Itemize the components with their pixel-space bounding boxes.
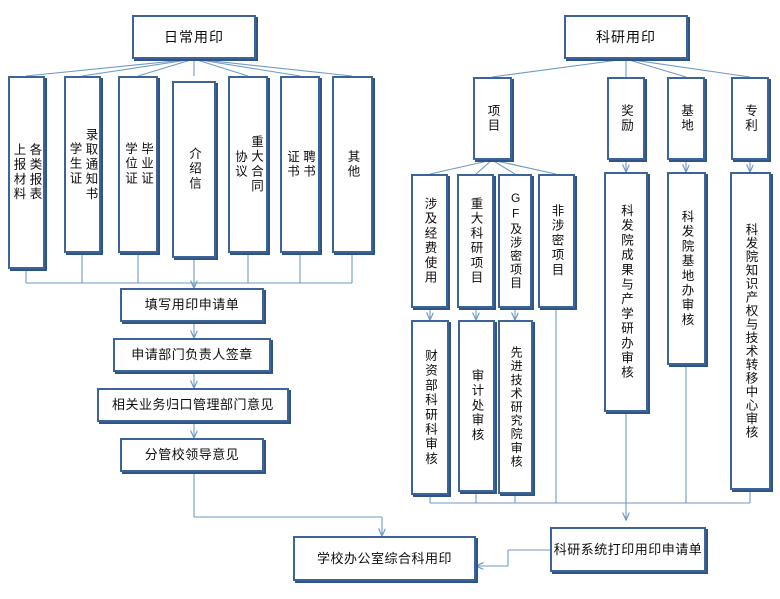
node-step-vp-opinion[interactable]: 分管校领导意见 [120, 438, 264, 472]
node-label: 科发院知识产权与技术转移中心审核 [743, 223, 758, 439]
node-label: 毕业证 学位证 [123, 142, 153, 187]
node-label: GF及涉密项目 [508, 191, 523, 291]
node-label: 申请部门负责人签章 [131, 347, 253, 363]
node-label: 财资部科研科审核 [423, 348, 437, 467]
node-daily-category-appointment[interactable]: 聘书 证书 [280, 76, 320, 253]
node-label: 介绍信 [187, 147, 201, 192]
node-label: 科研系统打印用印申请单 [553, 541, 703, 557]
node-project-type-funding[interactable]: 涉及经费使用 [411, 174, 448, 308]
node-daily-category-diploma[interactable]: 毕业证 学位证 [118, 76, 158, 253]
node-label: 科发院基地办审核 [679, 209, 694, 328]
node-research-branch-base[interactable]: 基地 [667, 77, 705, 160]
node-label: 涉及经费使用 [422, 196, 437, 286]
node-label: 日常用印 [164, 28, 224, 45]
node-daily-category-contract[interactable]: 重大合同 协议 [228, 76, 268, 253]
node-review-audit[interactable]: 审计处审核 [458, 320, 495, 492]
node-review-finance[interactable]: 财资部科研科审核 [411, 320, 449, 495]
node-step-fill-form[interactable]: 填写用印申请单 [120, 288, 264, 322]
node-research-branch-award[interactable]: 奖励 [607, 77, 645, 160]
node-daily-root[interactable]: 日常用印 [132, 15, 256, 59]
node-label: 非涉密项目 [549, 204, 564, 278]
node-final-office-seal[interactable]: 学校办公室综合科用印 [293, 536, 476, 581]
node-review-advtech[interactable]: 先进技术研究院审核 [498, 320, 533, 494]
node-research-branch-patent[interactable]: 专利 [731, 77, 769, 160]
node-research-branch-project[interactable]: 项目 [473, 77, 512, 160]
node-label: 填写用印申请单 [144, 297, 240, 313]
node-label: 相关业务归口管理部门意见 [111, 397, 274, 413]
node-label: 重大合同 协议 [233, 135, 263, 194]
node-label: 重大科研项目 [468, 196, 483, 286]
node-label: 录取通知书 学生证 [67, 127, 98, 202]
node-label: 科发院成果与产学研办审核 [619, 203, 633, 381]
node-label: 审计处审核 [469, 369, 484, 443]
node-project-type-gf-secret[interactable]: GF及涉密项目 [498, 174, 532, 308]
node-review-ip[interactable]: 科发院知识产权与技术转移中心审核 [730, 172, 771, 490]
node-label: 奖励 [619, 103, 633, 134]
node-step-biz-dept-opinion[interactable]: 相关业务归口管理部门意见 [97, 388, 289, 422]
node-label: 学校办公室综合科用印 [316, 550, 452, 566]
node-label: 项目 [485, 103, 500, 134]
node-research-print-form[interactable]: 科研系统打印用印申请单 [550, 527, 706, 572]
node-daily-category-admission[interactable]: 录取通知书 学生证 [64, 76, 101, 253]
node-daily-category-intro-letter[interactable]: 介绍信 [172, 81, 216, 258]
node-step-dept-head-sign[interactable]: 申请部门负责人签章 [113, 338, 271, 372]
node-daily-category-forms[interactable]: 各类报表 上报材料 [8, 76, 45, 269]
node-label: 其他 [345, 149, 360, 180]
node-label: 各类报表 上报材料 [11, 143, 42, 202]
node-project-type-major[interactable]: 重大科研项目 [457, 174, 494, 308]
node-daily-category-other[interactable]: 其他 [332, 76, 373, 253]
node-label: 先进技术研究院审核 [509, 345, 524, 469]
node-label: 分管校领导意见 [144, 447, 240, 463]
node-project-type-non-secret[interactable]: 非涉密项目 [538, 174, 575, 308]
node-review-achievement[interactable]: 科发院成果与产学研办审核 [604, 172, 648, 412]
node-label: 聘书 证书 [285, 149, 315, 180]
node-review-base[interactable]: 科发院基地办审核 [667, 172, 706, 365]
node-label: 基地 [679, 103, 693, 134]
node-research-root[interactable]: 科研用印 [564, 15, 688, 59]
node-label: 专利 [743, 103, 757, 134]
node-label: 科研用印 [596, 28, 656, 45]
